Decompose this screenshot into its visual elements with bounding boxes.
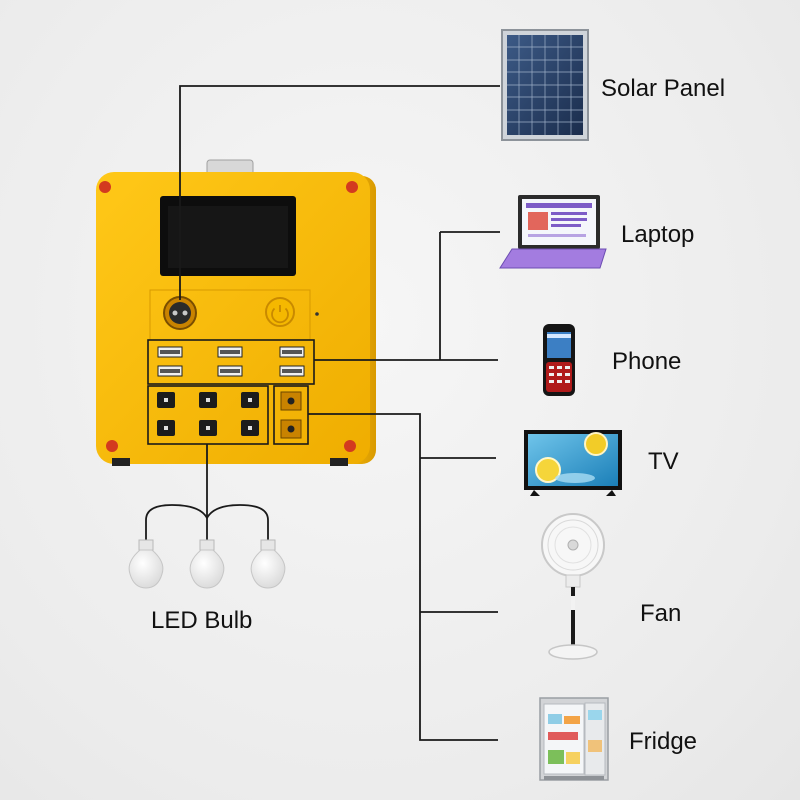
screw-bottom-right	[344, 440, 356, 452]
usb-port-icon	[157, 346, 305, 377]
dc-output-port-icon	[280, 391, 302, 439]
phone-label: Phone	[612, 348, 682, 375]
tv-icon	[524, 430, 622, 496]
screw-top-left	[99, 181, 111, 193]
dc-port-group	[147, 385, 269, 445]
led-bulb-label: LED Bulb	[151, 607, 253, 634]
usb-port-group	[147, 339, 315, 385]
led-bulb-icon	[128, 504, 286, 589]
lcd-display-inner	[168, 206, 288, 268]
fan-icon	[541, 513, 605, 660]
solar-panel-line	[179, 85, 500, 300]
fridge-label: Fridge	[629, 728, 698, 755]
fan-label: Fan	[640, 600, 682, 627]
screw-top-right	[346, 181, 358, 193]
indicator-dot	[315, 312, 319, 316]
unit-foot-left	[112, 458, 130, 466]
solar-panel-label: Solar Panel	[601, 75, 726, 102]
dc-output-line	[308, 413, 498, 741]
laptop-icon	[499, 195, 607, 269]
laptop-label: Laptop	[621, 221, 695, 248]
charging-port-icon	[163, 296, 197, 330]
power-station-unit	[96, 159, 376, 466]
tv-label: TV	[648, 448, 679, 475]
dc-output-group	[273, 385, 309, 445]
unit-foot-right	[330, 458, 348, 466]
phone-icon	[543, 324, 575, 396]
connector-lines	[179, 85, 500, 741]
solar-panel-icon	[501, 29, 589, 141]
power-button-icon[interactable]	[265, 297, 295, 327]
screw-bottom-left	[106, 440, 118, 452]
fridge-icon	[539, 697, 609, 781]
